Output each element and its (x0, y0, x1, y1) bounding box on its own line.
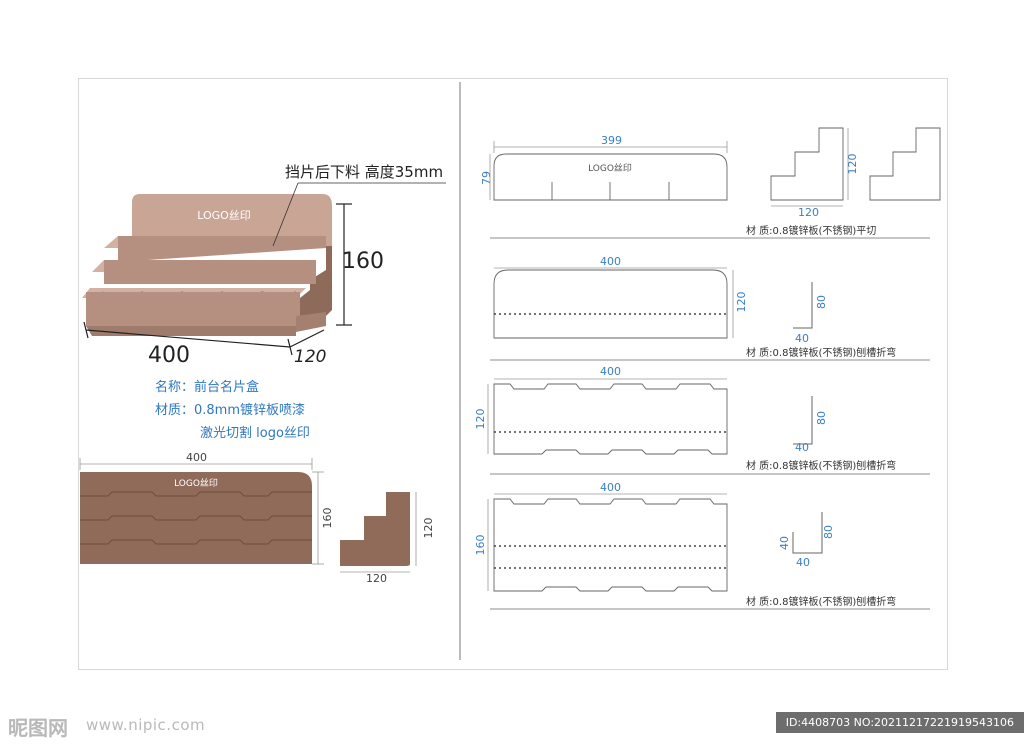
part1-side-height-label: 120 (846, 154, 859, 175)
flat-side-width-label: 120 (366, 572, 387, 585)
part3-profile-w-label: 40 (795, 441, 809, 454)
perspective-view: LOGO丝印 挡片后下料 高度35mm 160 400 120 (82, 163, 446, 368)
step-tier-2 (92, 260, 316, 284)
height-dim-label: 160 (342, 249, 384, 274)
flat-side-height-label: 120 (422, 518, 435, 539)
front-foot (296, 312, 326, 332)
watermark-logo: 昵图网 (8, 716, 68, 740)
part4-height-label: 160 (474, 535, 487, 556)
part2-outline (493, 269, 728, 339)
product-info: 名称：前台名片盒 材质：0.8mm镀锌板喷漆 激光切割 logo丝印 (155, 379, 310, 441)
part2-profile-w-label: 40 (795, 332, 809, 345)
part1-width-label: 399 (601, 134, 622, 147)
part1-drawing: 399 79 LOGO丝印 120 120 材 质:0.8镀锌板(不锈钢)平切 (480, 127, 941, 239)
flat-panel (80, 472, 312, 564)
flat-side-profile (340, 492, 410, 566)
part4-profile-w2-label: 40 (778, 536, 791, 550)
part4-width-label: 400 (600, 481, 621, 494)
part1-height-label: 79 (480, 171, 493, 185)
flat-logo: LOGO丝印 (174, 477, 218, 489)
watermark-site: www.nipic.com (86, 716, 206, 734)
part4-material: 材 质:0.8镀锌板(不锈钢)刨槽折弯 (746, 595, 896, 608)
part3-material: 材 质:0.8镀锌板(不锈钢)刨槽折弯 (746, 459, 896, 472)
part4-drawing: 400 160 80 40 40 材 质:0.8镀锌板(不锈钢)刨槽折弯 (474, 481, 930, 610)
part1-profile-b (869, 127, 941, 201)
part3-profile (793, 396, 813, 445)
callout-leader (272, 182, 299, 247)
flat-height-label: 160 (321, 508, 334, 529)
part2-drawing: 400 120 80 40 材 质:0.8镀锌板(不锈钢)刨槽折弯 (490, 255, 930, 361)
product-name: 名称：前台名片盒 (155, 379, 259, 395)
watermark-id: ID:4408703 NO:20211217221919543106 (775, 712, 1024, 733)
step-tier-3 (82, 288, 306, 336)
callout-text: 挡片后下料 高度35mm (285, 163, 443, 181)
part4-outline (493, 498, 728, 592)
step-tier-1 (104, 236, 326, 262)
part1-outline (493, 153, 728, 201)
part2-profile-h-label: 80 (815, 295, 828, 309)
perspective-logo: LOGO丝印 (197, 209, 251, 222)
width-dim-label: 400 (148, 343, 190, 368)
part3-width-label: 400 (600, 365, 621, 378)
part3-drawing: 400 120 80 40 材 质:0.8镀锌板(不锈钢)刨槽折弯 (474, 365, 930, 475)
part2-width-label: 400 (600, 255, 621, 268)
part3-profile-h-label: 80 (815, 411, 828, 425)
part4-profile-w-label: 40 (796, 556, 810, 569)
depth-dim-label: 120 (294, 347, 326, 367)
part4-profile-h-label: 80 (822, 525, 835, 539)
part1-profile-a (770, 127, 844, 201)
product-material: 材质：0.8mm镀锌板喷漆 (155, 402, 305, 418)
product-process: 激光切割 logo丝印 (200, 425, 310, 441)
technical-drawing: LOGO丝印 挡片后下料 高度35mm 160 400 120 名称：前台名片盒… (79, 82, 941, 660)
flat-front-view: 400 LOGO丝印 160 120 120 (79, 451, 435, 585)
part2-material: 材 质:0.8镀锌板(不锈钢)刨槽折弯 (746, 346, 896, 359)
back-panel (132, 194, 332, 246)
part3-outline (493, 383, 728, 455)
part1-logo: LOGO丝印 (588, 162, 632, 174)
part3-height-label: 120 (474, 409, 487, 430)
side-face (296, 246, 332, 325)
part4-profile (792, 512, 823, 554)
part2-height-label: 120 (735, 292, 748, 313)
width-dim-line (85, 329, 291, 348)
drawing-sheet (78, 78, 948, 670)
part1-side-width-label: 120 (798, 206, 819, 219)
part1-material: 材 质:0.8镀锌板(不锈钢)平切 (746, 224, 876, 237)
part2-profile (793, 282, 813, 329)
flat-width-label: 400 (186, 451, 207, 464)
depth-dim-line (289, 329, 325, 348)
